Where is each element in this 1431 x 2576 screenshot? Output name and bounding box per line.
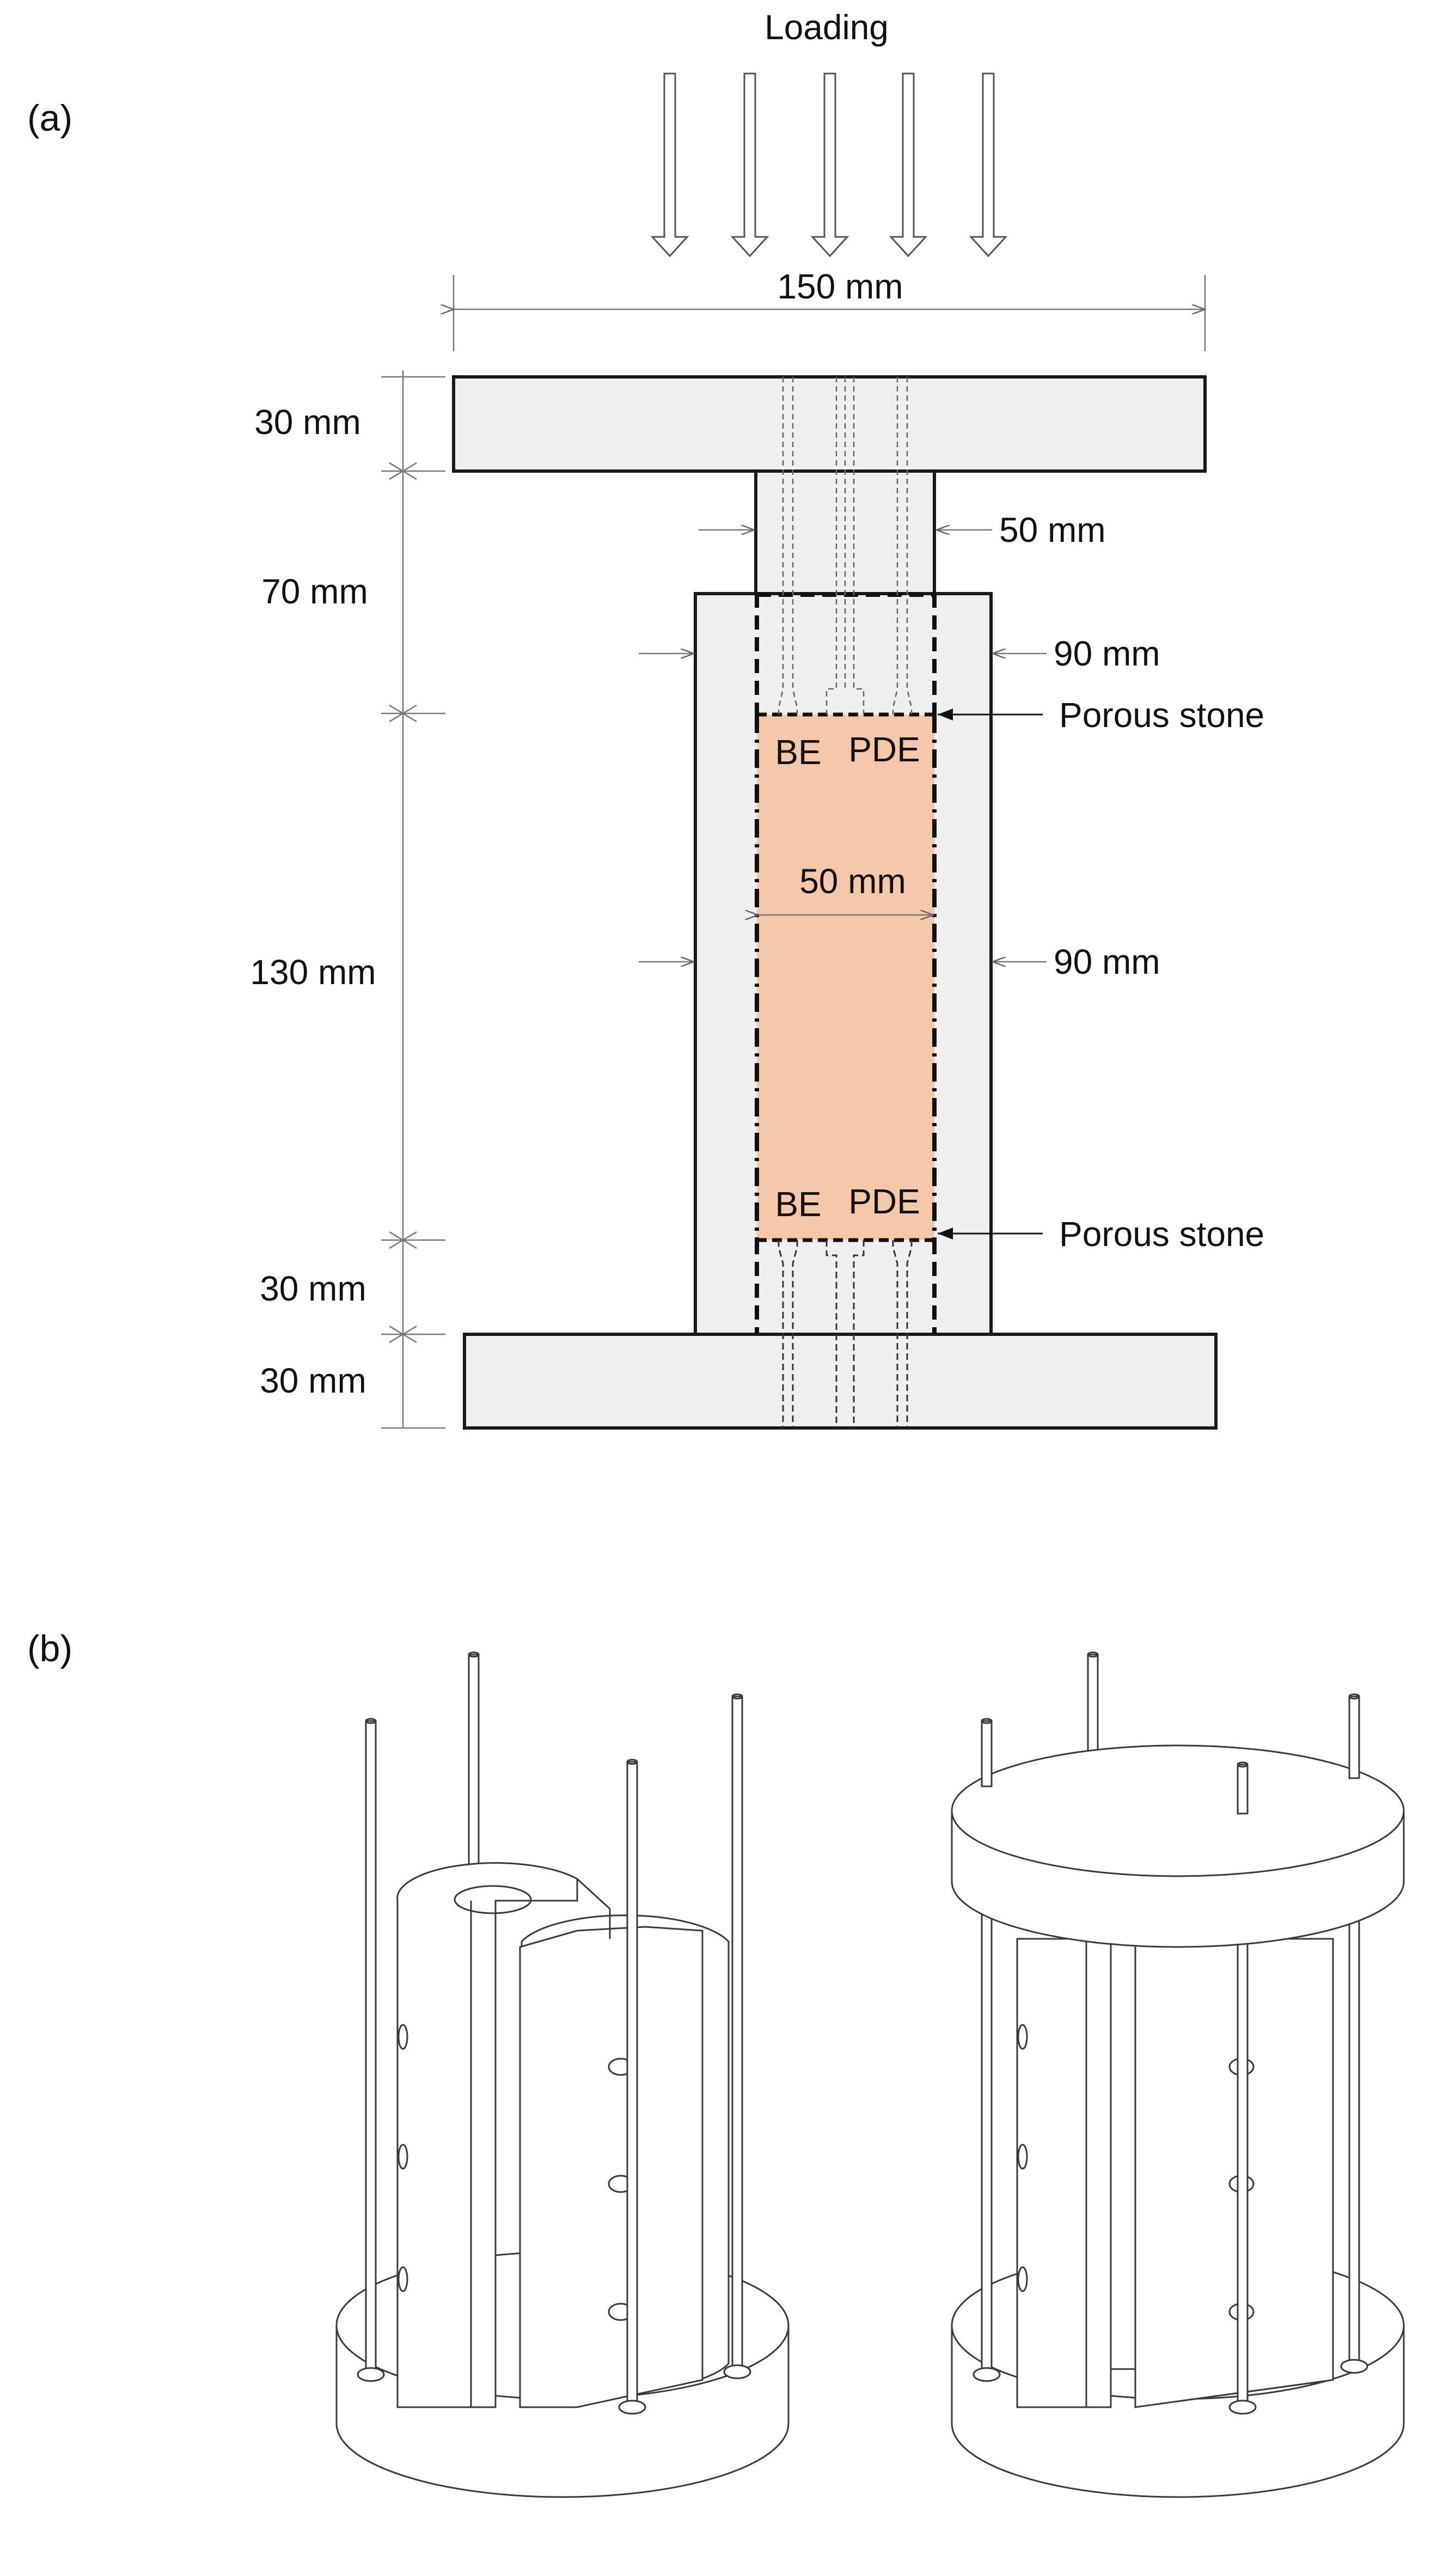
height-label-specimen: 130 mm: [250, 953, 376, 992]
height-dimensions: 30 mm 70 mm 130 mm 30 mm 30 mm: [250, 370, 445, 1429]
height-label-base: 30 mm: [260, 1361, 366, 1400]
left-rod-front: [626, 1761, 638, 2408]
specimen-boundary: [755, 715, 937, 1240]
left-rod-back-right: [731, 1695, 743, 2373]
sensor-bottom-be: BE: [775, 1185, 821, 1224]
mold-width-dimension-mid: 90 mm: [639, 942, 1160, 981]
panel-b: (b): [27, 1628, 1405, 2498]
panel-a-label: (a): [27, 97, 72, 139]
right-top-cap-face: [951, 1744, 1405, 1877]
mold-width-top-label: 90 mm: [1054, 634, 1160, 673]
split-mold-assembled: [951, 1651, 1405, 2498]
porous-stone-bottom-label: Porous stone: [1059, 1214, 1264, 1254]
width-label: 150 mm: [777, 267, 903, 306]
base-plate: [463, 1333, 1218, 1430]
left-shell-left: [396, 1862, 578, 2408]
porous-stone-callout-bottom: Porous stone: [938, 1214, 1264, 1254]
piston-width-label: 50 mm: [999, 510, 1106, 550]
mold-width-mid-label: 90 mm: [1054, 942, 1160, 981]
right-shell-left: [1016, 1938, 1112, 2408]
specimen: [757, 715, 934, 1240]
split-mold-open: [335, 1651, 790, 2498]
specimen-diameter-label: 50 mm: [799, 862, 906, 901]
sensor-top-be: BE: [775, 732, 821, 772]
mold-width-dimension-top: 90 mm: [639, 634, 1160, 673]
top-cap: [452, 375, 1207, 473]
sensor-top-pde: PDE: [848, 730, 920, 769]
left-shell-front: [519, 1926, 704, 2408]
panel-b-label: (b): [27, 1628, 72, 1669]
loading-label: Loading: [765, 8, 889, 47]
right-shell-right: [1134, 1938, 1334, 2408]
porous-stone-top-label: Porous stone: [1059, 695, 1264, 735]
height-label-piston: 70 mm: [261, 572, 368, 611]
piston-width-dimension: 50 mm: [699, 510, 1106, 550]
sensor-cables-bottom: [778, 1240, 913, 1428]
height-label-top-cap: 30 mm: [254, 402, 361, 442]
left-rod-back-left: [365, 1720, 377, 2376]
sensor-bottom-pde: PDE: [848, 1182, 920, 1221]
porous-stone-callout-top: Porous stone: [938, 695, 1264, 735]
width-dimension: 150 mm: [454, 267, 1205, 351]
loading-arrows: [650, 72, 1008, 258]
sensor-cables-top: [778, 377, 913, 715]
height-label-stone-zone: 30 mm: [260, 1269, 366, 1308]
panel-a: (a) Loading 150 mm: [27, 8, 1264, 1430]
specimen-diameter-dimension: 50 mm: [758, 862, 933, 915]
